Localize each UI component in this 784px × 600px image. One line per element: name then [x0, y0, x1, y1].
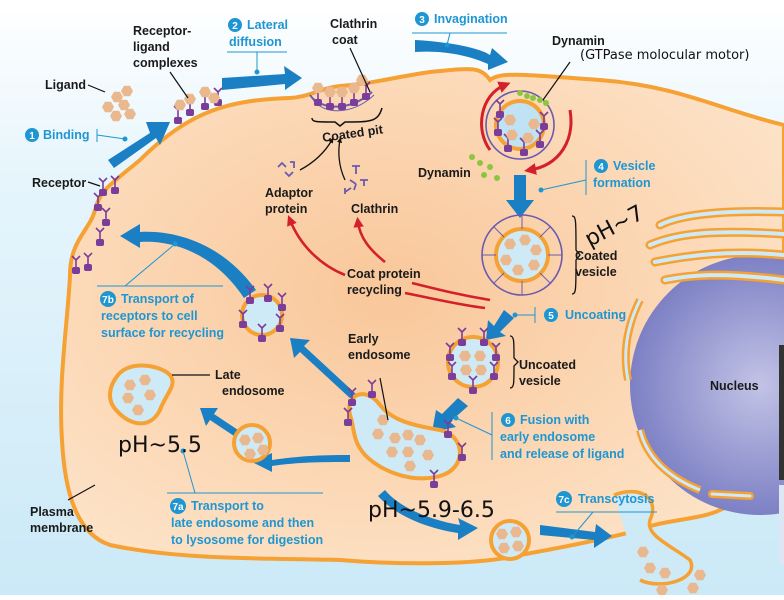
step-1-text: Binding: [43, 128, 90, 142]
label-dynamin-top: Dynamin: [552, 34, 605, 48]
step-number: 4: [598, 162, 604, 173]
label-late-endosome-1: Late: [215, 368, 241, 382]
step-7b-text-1: Transport of: [121, 292, 195, 306]
label-plasma-membrane-1: Plasma: [30, 505, 75, 519]
label-adaptor-2: protein: [265, 202, 307, 216]
step-7c-text: Transcytosis: [578, 492, 654, 506]
step-7b-text-2: receptors to cell: [101, 309, 198, 323]
step-number: 2: [232, 21, 238, 32]
label-receptor-ligand-3: complexes: [133, 56, 198, 70]
label-coat-recycling-2: recycling: [347, 283, 402, 297]
step-2-text-2: diffusion: [229, 35, 282, 49]
coat-recycling-arrows: [287, 215, 491, 310]
step-number: 7c: [558, 495, 570, 506]
step-5: 5 Uncoating: [544, 308, 626, 322]
step-7a-text-2: late endosome and then: [171, 516, 314, 530]
label-dynamin-bottom: Dynamin: [418, 166, 471, 180]
label-coated-vesicle-1: Coated: [575, 249, 617, 263]
step-number: 3: [419, 15, 425, 26]
transcytosis-vesicle: [489, 519, 531, 561]
step-5-text: Uncoating: [565, 308, 626, 322]
step-4-text-1: Vesicle: [613, 159, 655, 173]
transport-vesicle-7a: [232, 423, 272, 463]
step-2-text-1: Lateral: [247, 18, 288, 32]
label-dynamin-note: (GTPase molocular motor): [580, 48, 749, 63]
free-dynamin: [469, 154, 500, 181]
label-coated-vesicle-2: vesicle: [575, 265, 617, 279]
step-7a-text-3: to lysosome for digestion: [171, 533, 323, 547]
step-4: 4 Vesicle formation: [593, 159, 655, 190]
label-uncoated-vesicle-2: vesicle: [519, 374, 561, 388]
label-clathrin-coat-2: coat: [332, 33, 359, 47]
endoplasmic-reticulum: [645, 207, 784, 285]
step-6: 6 Fusion with early endosome and release…: [500, 413, 624, 461]
step-7b: 7b Transport of receptors to cell surfac…: [100, 291, 224, 340]
label-receptor-ligand-1: Receptor-: [133, 24, 191, 38]
step-1: 1 Binding: [25, 128, 90, 142]
label-uncoated-vesicle-1: Uncoated: [519, 358, 576, 372]
step-6-text-3: and release of ligand: [500, 447, 624, 461]
micrograph-edge: [779, 345, 784, 480]
pathway-arrows: [108, 40, 612, 548]
step-2: 2 Lateral diffusion: [228, 18, 288, 49]
step-number: 7b: [102, 295, 114, 306]
label-early-endosome-2: endosome: [348, 348, 411, 362]
label-clathrin: Clathrin: [351, 202, 398, 216]
invaginating-vesicle: [480, 61, 573, 175]
label-late-endosome-2: endosome: [222, 384, 285, 398]
ph-early-endosome: pH~5.9-6.5: [368, 498, 495, 523]
early-endosome: [343, 377, 467, 489]
step-number: 5: [548, 311, 554, 322]
coated-pit: [309, 74, 383, 127]
label-nucleus: Nucleus: [710, 379, 759, 393]
free-adaptor-protein: [277, 161, 295, 178]
step-4-text-2: formation: [593, 176, 651, 190]
late-endosome: [108, 363, 210, 426]
step-number: 6: [505, 416, 511, 427]
step-number: 7a: [172, 502, 184, 513]
nucleus: [621, 255, 784, 515]
recycling-vesicle: [238, 283, 287, 343]
label-receptor: Receptor: [32, 176, 86, 190]
label-ligand: Ligand: [45, 78, 86, 92]
step-3: 3 Invagination: [415, 12, 508, 26]
ph-late-endosome: pH~5.5: [118, 433, 202, 458]
label-clathrin-coat-1: Clathrin: [330, 17, 377, 31]
step-6-text-2: early endosome: [500, 430, 595, 444]
label-receptor-ligand-2: ligand: [133, 40, 170, 54]
step-number: 1: [29, 131, 35, 142]
free-clathrin: [344, 165, 368, 194]
label-adaptor-1: Adaptor: [265, 186, 313, 200]
uncoated-vesicle: [445, 327, 519, 395]
step-7a-text-1: Transport to: [191, 499, 264, 513]
step-7a: 7a Transport to late endosome and then t…: [170, 498, 323, 547]
label-coat-recycling-1: Coat protein: [347, 267, 421, 281]
coated-vesicle: [481, 214, 581, 296]
label-early-endosome-1: Early: [348, 332, 379, 346]
step-7c: 7c Transcytosis: [556, 491, 654, 507]
label-plasma-membrane-2: membrane: [30, 521, 93, 535]
step-6-text-1: Fusion with: [520, 413, 589, 427]
step-7b-text-3: surface for recycling: [101, 326, 224, 340]
step-3-text: Invagination: [434, 12, 508, 26]
